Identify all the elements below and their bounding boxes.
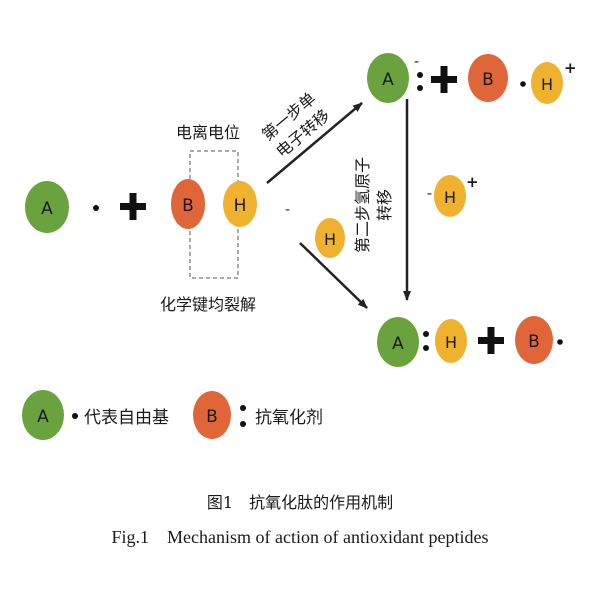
h-label-homolysis: H [324, 230, 336, 249]
h-ion-plus: + [466, 173, 479, 191]
atom-b-label: B [182, 196, 194, 216]
atom-a-final: A [377, 317, 419, 367]
atom-a-anion-label: A [382, 70, 394, 90]
plus-sign-product2 [478, 327, 504, 354]
legend-antioxidant-swatch: B [193, 391, 231, 439]
atom-a-anion: A [367, 53, 409, 103]
plus-sign-product1 [431, 66, 457, 93]
legend-lone-pair-dot-1 [240, 405, 246, 411]
h-ion-label: H [444, 188, 456, 207]
anion-charge: - [414, 54, 419, 70]
step2-label-line1: 第二步氢原子 [353, 157, 372, 253]
atom-h: H [223, 181, 257, 227]
atom-b-radical-final: B [515, 316, 553, 364]
product-hat: A H B [377, 316, 563, 367]
h-radical-dot: - [285, 202, 290, 218]
h-ion-minus: - [427, 186, 432, 202]
atom-h-cation-label: H [541, 75, 553, 94]
h-ion-step2: - H + [427, 173, 479, 217]
atom-b-cation-label: B [482, 70, 494, 90]
legend-radical-dot [72, 413, 78, 419]
ionization-potential-label: 电离电位 [176, 123, 240, 142]
atom-b-cation: B [468, 54, 508, 102]
lone-pair-dot-2 [417, 85, 423, 91]
atom-a-radical: A [25, 181, 69, 233]
legend-lone-pair-dot-2 [240, 421, 246, 427]
atom-a-label: A [41, 199, 53, 219]
step2-label-line2: 转移 [375, 189, 394, 221]
lone-pair-dot-1 [417, 72, 423, 78]
figure-caption-cn: 图1 抗氧化肽的作用机制 [207, 493, 393, 512]
atom-h-cation: H [531, 62, 563, 104]
bond-dot-1 [423, 331, 429, 337]
h-cation-charge: + [564, 59, 577, 77]
step1-label-group: 第一步单 电子转移 [258, 89, 333, 162]
atom-a-final-label: A [392, 334, 404, 354]
atom-h-final-label: H [445, 333, 457, 352]
legend-a-label: A [37, 407, 49, 427]
legend-radical-text: 代表自由基 [84, 408, 169, 428]
product-set: A - B H + [367, 53, 577, 104]
atom-b-radical-final-label: B [528, 332, 540, 352]
legend-b-label: B [206, 407, 218, 427]
arrow-step1-set [266, 102, 363, 184]
step2-label-group: 第二步氢原子 转移 [353, 157, 394, 253]
legend-antioxidant-text: 抗氧化剂 [255, 408, 323, 428]
b-radical-dot [520, 81, 526, 87]
atom-b: B [171, 179, 205, 229]
reactants-group: A B H [25, 150, 257, 279]
bond-dashed-box [189, 150, 239, 279]
legend-radical-swatch: A [22, 390, 64, 440]
figure-caption-en: Fig.1 Mechanism of action of antioxidant… [112, 527, 489, 547]
bond-dot-2 [423, 345, 429, 351]
arrow-homolysis [299, 242, 368, 309]
atom-h-label: H [234, 196, 247, 216]
legend: A 代表自由基 B 抗氧化剂 [22, 390, 323, 440]
plus-sign [120, 193, 146, 220]
h-radical-homolysis: - H [285, 202, 345, 258]
radical-dot [93, 205, 99, 211]
b-final-radical-dot [557, 339, 563, 345]
homolysis-label: 化学键均裂解 [160, 295, 256, 314]
atom-h-final: H [435, 319, 467, 363]
